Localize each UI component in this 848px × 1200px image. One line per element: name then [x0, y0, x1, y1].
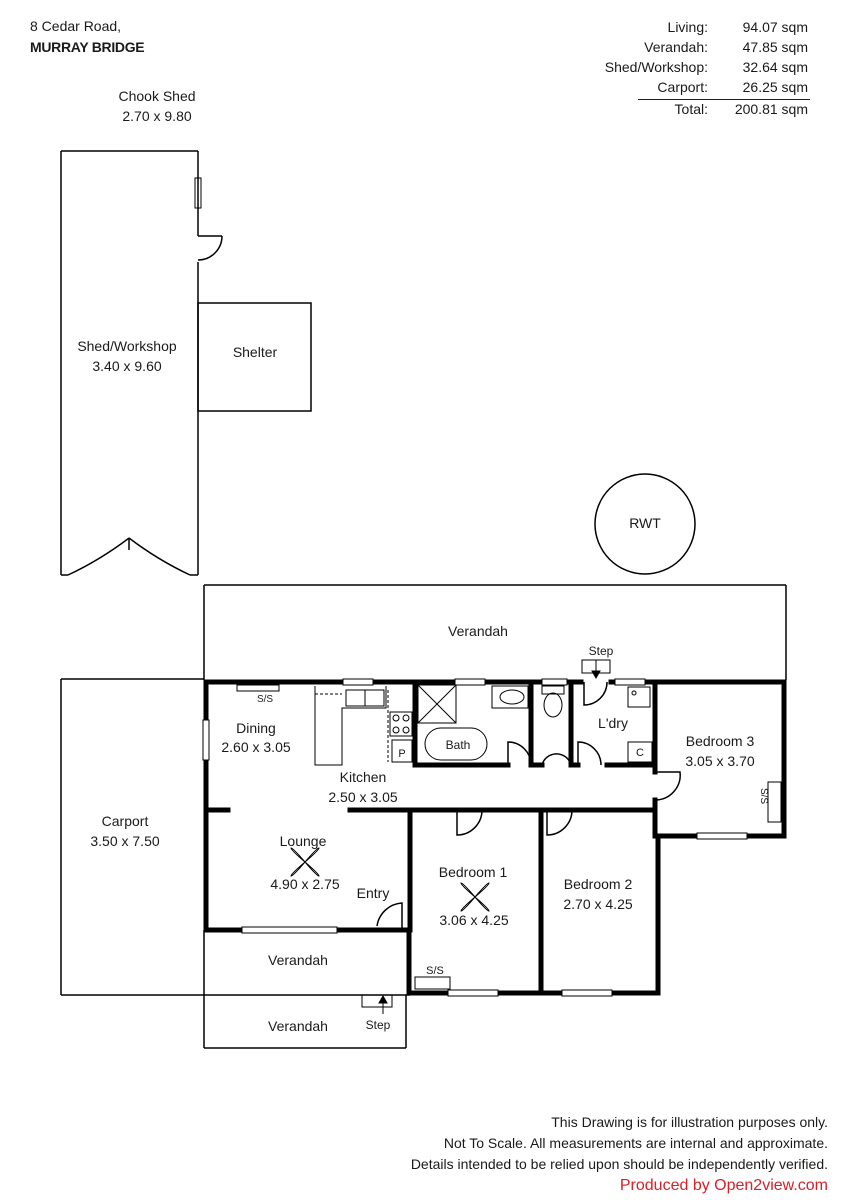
verandah-front2-label: Verandah — [268, 1018, 328, 1034]
room-labels: Chook Shed 2.70 x 9.80 Shed/Workshop 3.4… — [77, 88, 755, 1034]
step-arrows — [378, 660, 601, 1014]
lounge-dims: 4.90 x 2.75 — [270, 876, 339, 892]
kitchen-label: Kitchen — [340, 769, 387, 785]
pantry-label: P — [398, 748, 405, 760]
area-row-carport: Carport: 26.25 sqm — [560, 79, 810, 99]
disclaimer: This Drawing is for illustration purpose… — [411, 1112, 828, 1196]
dining-dims: 2.60 x 3.05 — [221, 739, 290, 755]
disclaimer-line-1: This Drawing is for illustration purpose… — [551, 1114, 828, 1130]
ss-bedroom3-label: S/S — [758, 788, 769, 804]
area-value: 47.85 sqm — [742, 39, 808, 55]
bedroom2-dims: 2.70 x 4.25 — [563, 896, 632, 912]
shelter-structure — [197, 302, 312, 412]
disclaimer-line-3: Details intended to be relied upon shoul… — [410, 1156, 828, 1172]
step-rear-label: Step — [589, 644, 614, 658]
bedroom2-label: Bedroom 2 — [564, 876, 633, 892]
ss-dining-label: S/S — [257, 694, 273, 705]
area-value: 94.07 sqm — [742, 19, 808, 35]
area-row-total: Total: 200.81 sqm — [560, 101, 810, 121]
kitchen-dims: 2.50 x 3.05 — [328, 789, 397, 805]
area-row-living: Living: 94.07 sqm — [560, 19, 810, 39]
outdoor-outlines — [60, 584, 787, 1049]
bedroom1-label: Bedroom 1 — [439, 864, 508, 880]
rwt-label: RWT — [629, 515, 661, 531]
bedroom1-dims: 3.06 x 4.25 — [439, 912, 508, 928]
area-total-divider — [638, 99, 810, 100]
area-row-verandah: Verandah: 47.85 sqm — [560, 39, 810, 59]
producer-credit: Produced by Open2view.com — [619, 1177, 828, 1194]
fixtures — [236, 684, 782, 990]
dining-label: Dining — [236, 720, 276, 736]
lounge-label: Lounge — [280, 833, 327, 849]
bedroom3-dims: 3.05 x 3.70 — [685, 753, 754, 769]
area-row-shed-workshop: Shed/Workshop: 32.64 sqm — [560, 59, 810, 79]
area-label: Shed/Workshop: — [604, 59, 708, 75]
area-value: 32.64 sqm — [742, 59, 808, 75]
area-label: Verandah: — [644, 39, 708, 55]
cupboard-label: C — [636, 747, 644, 759]
verandah-front1-label: Verandah — [268, 952, 328, 968]
area-label: Total: — [674, 101, 708, 117]
area-label: Carport: — [657, 79, 708, 95]
ss-bedroom1-label: S/S — [426, 965, 444, 977]
address-line-1: 8 Cedar Road, — [30, 18, 122, 34]
shed-workshop-dims: 3.40 x 9.60 — [92, 358, 161, 374]
area-value: 200.81 sqm — [734, 101, 808, 117]
shed-workshop-label: Shed/Workshop — [77, 338, 177, 354]
chook-shed-dims: 2.70 x 9.80 — [122, 108, 191, 124]
entry-label: Entry — [357, 885, 390, 901]
step-front-label: Step — [366, 1018, 391, 1032]
rwt-tank — [594, 473, 696, 575]
disclaimer-line-2: Not To Scale. All measurements are inter… — [443, 1135, 828, 1151]
ceiling-fans — [290, 847, 490, 912]
address-line-2: MURRAY BRIDGE — [30, 39, 145, 55]
laundry-label: L'dry — [598, 715, 628, 731]
bedroom3-label: Bedroom 3 — [686, 733, 755, 749]
bath-label: Bath — [446, 738, 471, 752]
area-label: Living: — [667, 19, 708, 35]
door-swings — [376, 681, 681, 930]
verandah-rear-label: Verandah — [448, 623, 508, 639]
carport-dims: 3.50 x 7.50 — [90, 833, 159, 849]
floor-plan: Chook Shed 2.70 x 9.80 Shed/Workshop 3.4… — [60, 88, 787, 1049]
carport-label: Carport — [102, 813, 149, 829]
windows — [202, 678, 748, 997]
area-value: 26.25 sqm — [742, 79, 808, 95]
shelter-label: Shelter — [233, 344, 278, 360]
chook-shed-label: Chook Shed — [118, 88, 195, 104]
